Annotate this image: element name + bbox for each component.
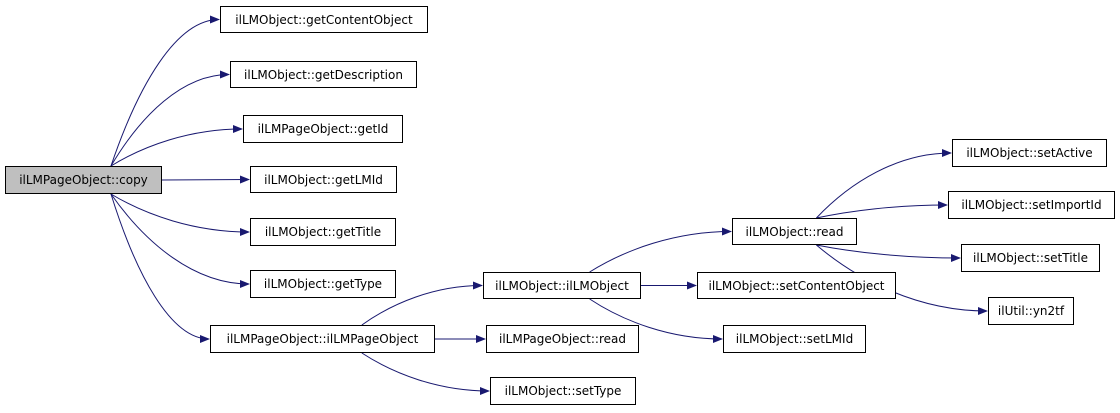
node-illmobject-getcontentobject[interactable]: ilLMObject::getContentObject xyxy=(220,6,428,33)
call-edge-n7-to-n8 xyxy=(361,281,483,326)
node-illmobject-gettype[interactable]: ilLMObject::getType xyxy=(250,270,396,298)
node-illmpageobject-constructor[interactable]: ilLMPageObject::ilLMPageObject xyxy=(210,325,435,353)
call-edge-n8-to-n11 xyxy=(589,227,732,273)
node-ilutil-yn2tf[interactable]: ilUtil::yn2tf xyxy=(988,297,1074,325)
call-edge-n0-to-n5 xyxy=(110,193,250,236)
call-edge-n7-to-n10 xyxy=(361,352,490,395)
node-illmobject-setactive[interactable]: ilLMObject::setActive xyxy=(952,139,1107,167)
node-illmobject-getdescription[interactable]: ilLMObject::getDescription xyxy=(230,61,417,88)
node-illmobject-getlmid[interactable]: ilLMObject::getLMId xyxy=(250,166,397,193)
call-edge-n11-to-n16 xyxy=(816,244,961,262)
call-edge-n11-to-n15 xyxy=(816,201,948,219)
node-illmobject-constructor[interactable]: ilLMObject::ilLMObject xyxy=(483,272,641,299)
call-edge-n0-to-n4 xyxy=(161,175,250,184)
node-illmpageobject-getid[interactable]: ilLMPageObject::getId xyxy=(243,115,403,143)
node-illmobject-settype[interactable]: ilLMObject::setType xyxy=(490,377,636,405)
call-edge-n11-to-n14 xyxy=(816,149,952,219)
node-illmpageobject-read[interactable]: ilLMPageObject::read xyxy=(486,325,639,353)
node-illmobject-gettitle[interactable]: ilLMObject::getTitle xyxy=(250,218,396,246)
call-edge-n8-to-n13 xyxy=(589,298,723,343)
node-illmobject-setimportid[interactable]: ilLMObject::setImportId xyxy=(948,191,1115,219)
node-illmobject-setcontentobject[interactable]: ilLMObject::setContentObject xyxy=(697,272,896,299)
call-edge-n0-to-n2 xyxy=(110,70,230,167)
call-edge-n0-to-n3 xyxy=(110,125,243,167)
call-edge-n0-to-n7 xyxy=(110,193,210,343)
node-illmpageobject-copy[interactable]: ilLMPageObject::copy xyxy=(5,166,162,194)
node-illmobject-setlmid[interactable]: ilLMObject::setLMId xyxy=(723,325,866,353)
call-edge-n0-to-n6 xyxy=(110,193,250,288)
node-illmobject-read[interactable]: ilLMObject::read xyxy=(732,218,857,245)
node-illmobject-settitle[interactable]: ilLMObject::setTitle xyxy=(961,244,1100,272)
call-edge-n0-to-n1 xyxy=(110,15,220,167)
